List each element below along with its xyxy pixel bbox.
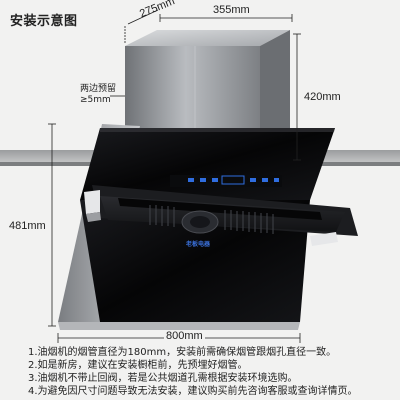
control-display	[170, 175, 282, 187]
side-gap-note-line2: ≥5mm	[80, 95, 111, 105]
note-item: 2.如是新房，建议在安装橱柜前，先预埋好烟管。	[28, 360, 248, 371]
note-item: 4.为避免因尺寸问题导致无法安装，建议购买前先咨询客服或查询详情页。	[28, 386, 358, 397]
brand-label: 老板电器	[186, 242, 211, 248]
side-gap-note: 两边预留 ≥5mm	[80, 84, 116, 106]
hood-width-label: 800mm	[164, 330, 205, 342]
side-light-bars	[84, 190, 338, 246]
hood-height-label: 481mm	[9, 220, 46, 232]
note-item: 3.油烟机不带止回阀，若是公共烟道孔需根据安装环境选购。	[28, 373, 298, 384]
installation-notes: 1.油烟机的烟管直径为180mm，安装前需确保烟管跟烟孔直径一致。 2.如是新房…	[28, 346, 388, 398]
page-title: 安装示意图	[10, 14, 78, 29]
chimney-height-label: 420mm	[304, 91, 341, 103]
side-gap-note-line1: 两边预留	[80, 84, 117, 94]
chimney-width-label: 355mm	[213, 4, 250, 16]
air-intake-grille	[92, 185, 358, 236]
bottom-trim	[58, 322, 300, 330]
note-item: 1.油烟机的烟管直径为180mm，安装前需确保烟管跟烟孔直径一致。	[28, 347, 337, 358]
